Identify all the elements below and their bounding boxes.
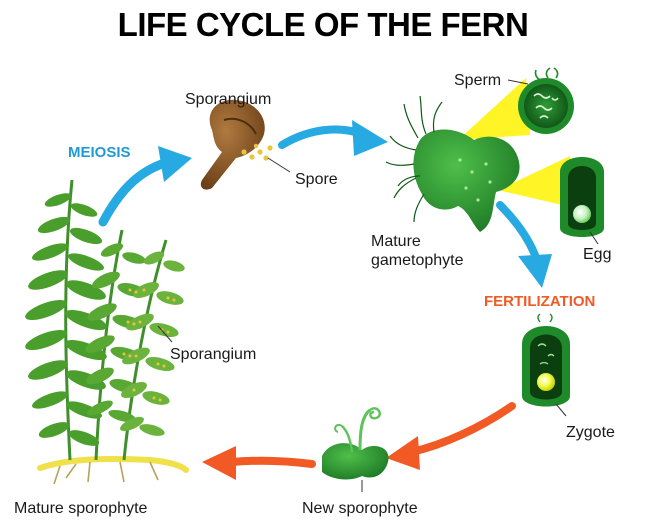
sporangium-label-frond: Sporangium bbox=[170, 345, 256, 364]
spore-pointer bbox=[268, 158, 290, 172]
sporangium-label-top: Sporangium bbox=[185, 90, 271, 109]
zygote-to-new-sporophyte-arrowhead bbox=[386, 436, 420, 470]
spore-to-gametophyte-arrow bbox=[282, 129, 362, 145]
zygote-chamber bbox=[522, 314, 570, 407]
egg-chamber bbox=[560, 157, 604, 237]
mature-sporophyte-label: Mature sporophyte bbox=[14, 499, 147, 518]
spore-to-gametophyte-arrowhead bbox=[352, 120, 388, 156]
sperm-cell bbox=[518, 68, 574, 134]
gametophyte-to-fertilization-arrow bbox=[500, 205, 535, 255]
meiosis-arrow bbox=[103, 162, 168, 222]
meiosis-arrowhead bbox=[158, 146, 192, 182]
zygote-pointer bbox=[556, 404, 566, 416]
sporangium-capsule bbox=[201, 100, 273, 190]
zygote-label: Zygote bbox=[566, 423, 615, 442]
mature-gametophyte-label-line1: Mature bbox=[371, 232, 421, 251]
new-sporophyte-label: New sporophyte bbox=[302, 499, 418, 518]
new-to-mature-sporophyte-arrowhead bbox=[202, 446, 236, 480]
new-sporophyte-plant bbox=[322, 408, 389, 479]
sperm-label: Sperm bbox=[454, 71, 501, 90]
meiosis-label: MEIOSIS bbox=[68, 143, 131, 162]
fertilization-label: FERTILIZATION bbox=[484, 292, 595, 311]
spore-label: Spore bbox=[295, 170, 338, 189]
zygote-cell bbox=[537, 373, 555, 391]
egg-cell bbox=[573, 205, 591, 223]
egg-label: Egg bbox=[583, 245, 611, 264]
new-to-mature-sporophyte-arrow bbox=[232, 461, 312, 464]
mature-gametophyte-label-line2: gametophyte bbox=[371, 251, 464, 270]
zygote-to-new-sporophyte-arrow bbox=[412, 406, 512, 452]
gametophyte-to-fertilization-arrowhead bbox=[518, 254, 552, 288]
